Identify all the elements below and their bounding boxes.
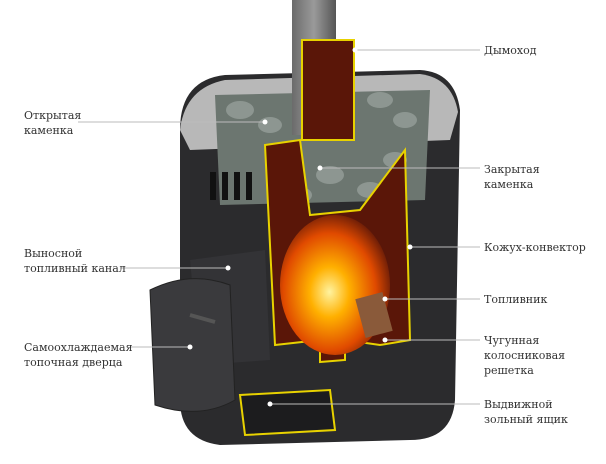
label-line: зольный ящик xyxy=(484,413,568,426)
label-line: Чугунная xyxy=(484,334,540,347)
label-line: Дымоход xyxy=(484,44,537,57)
label-line: Топливник xyxy=(484,293,548,306)
label-line: топочная дверца xyxy=(24,356,123,369)
label-line: топливный канал xyxy=(24,262,126,275)
label-firebox: Топливник xyxy=(484,292,547,307)
leader-lines xyxy=(78,49,480,405)
label-line: Выносной xyxy=(24,247,83,260)
label-remote-fuel-channel: Выносной топливный канал xyxy=(24,246,126,276)
label-open-heater: Открытая каменка xyxy=(24,108,81,138)
label-line: колосниковая xyxy=(484,349,566,362)
ash-drawer xyxy=(238,388,337,437)
fire-door xyxy=(149,278,236,412)
label-line: Выдвижной xyxy=(484,398,553,411)
label-line: Закрытая xyxy=(484,163,540,176)
label-convector-casing: Кожух-конвектор xyxy=(484,240,586,255)
label-chimney: Дымоход xyxy=(484,43,536,58)
label-ash-drawer: Выдвижной зольный ящик xyxy=(484,397,568,427)
label-line: Самоохлаждаемая xyxy=(24,341,133,354)
label-line: каменка xyxy=(484,178,534,191)
label-door: Самоохлаждаемая топочная дверца xyxy=(24,340,133,370)
label-closed-heater: Закрытая каменка xyxy=(484,162,540,192)
label-line: Открытая xyxy=(24,109,82,122)
label-line: решетка xyxy=(484,364,534,377)
label-line: каменка xyxy=(24,124,74,137)
label-grate: Чугунная колосниковая решетка xyxy=(484,333,565,378)
label-line: Кожух-конвектор xyxy=(484,241,586,254)
